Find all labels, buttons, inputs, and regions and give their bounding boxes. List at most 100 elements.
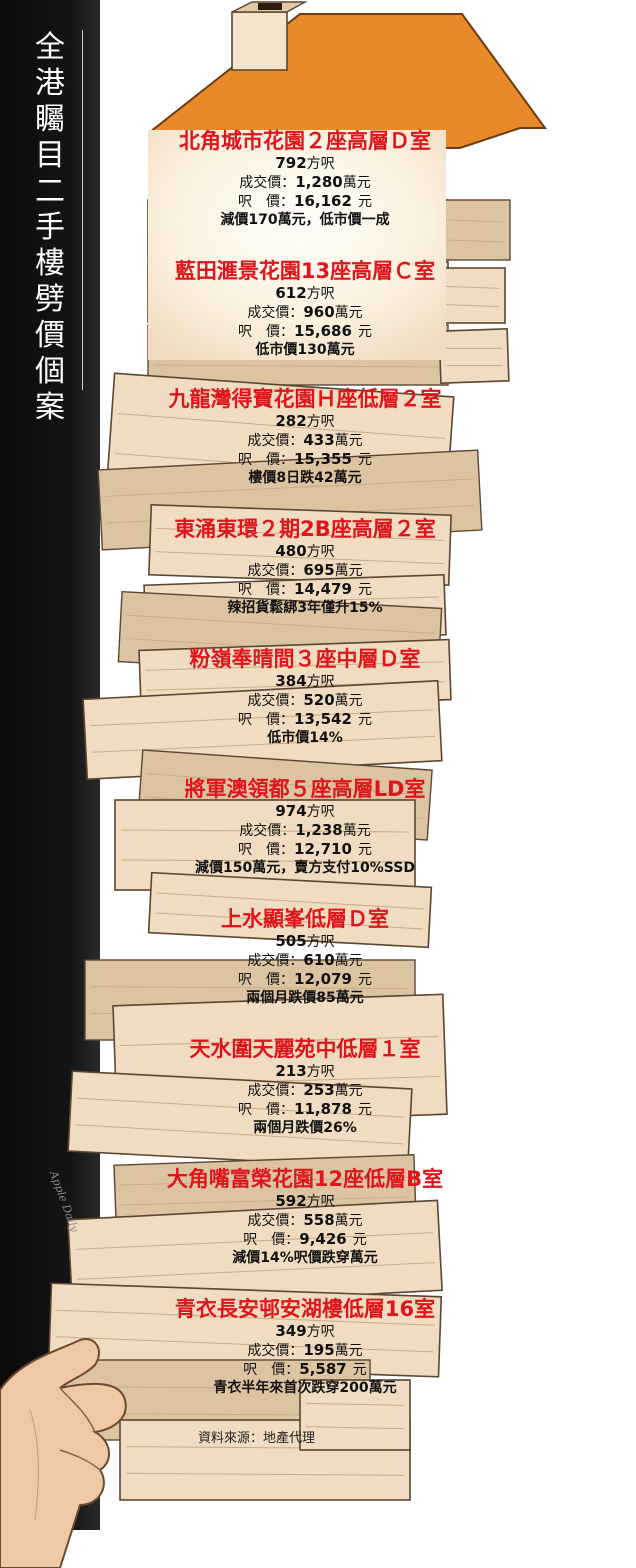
area-line: 349方呎 bbox=[110, 1322, 500, 1341]
price-value: 695 bbox=[303, 561, 335, 579]
price-line: 成交價：520萬元 bbox=[110, 691, 500, 710]
wood-grain bbox=[445, 239, 505, 243]
wood-grain bbox=[56, 1309, 435, 1326]
price-unit: 萬元 bbox=[334, 953, 363, 969]
price-label: 成交價： bbox=[247, 433, 304, 449]
psf-label: 呎 價： bbox=[238, 712, 295, 728]
psf-label: 呎 價： bbox=[238, 194, 295, 210]
data-source: 資料來源：地產代理 bbox=[198, 1431, 316, 1446]
wood-grain bbox=[125, 1472, 405, 1476]
title-char: 港 bbox=[35, 66, 65, 101]
psf-label: 呎 價： bbox=[238, 452, 295, 468]
psf-unit: 元 bbox=[357, 452, 372, 468]
title-char: 目 bbox=[35, 138, 65, 173]
psf-unit: 元 bbox=[352, 1232, 367, 1248]
wood-grain bbox=[121, 1196, 410, 1206]
price-unit: 萬元 bbox=[334, 1343, 363, 1359]
title-char: 劈 bbox=[35, 282, 65, 317]
wood-grain bbox=[91, 735, 435, 753]
property-name: 上水顯峯低層Ｄ室 bbox=[221, 907, 389, 931]
area-value: 792 bbox=[275, 154, 307, 172]
wood-grain bbox=[90, 709, 434, 727]
area-unit: 方呎 bbox=[306, 804, 335, 820]
wood-grain bbox=[90, 986, 410, 990]
price-value: 1,238 bbox=[295, 821, 343, 839]
area-line: 384方呎 bbox=[110, 672, 500, 691]
psf-label: 呎 價： bbox=[238, 842, 295, 858]
psf-value: 12,710 bbox=[294, 840, 352, 858]
price-line: 成交價：558萬元 bbox=[110, 1211, 500, 1230]
title-char: 全 bbox=[35, 30, 65, 65]
title-char: 二 bbox=[35, 174, 65, 209]
wood-block bbox=[67, 1070, 413, 1170]
price-label: 成交價： bbox=[247, 1083, 304, 1099]
area-value: 349 bbox=[275, 1322, 307, 1340]
title-char: 手 bbox=[35, 210, 65, 245]
area-line: 213方呎 bbox=[110, 1062, 500, 1081]
area-unit: 方呎 bbox=[306, 286, 335, 302]
psf-value: 16,162 bbox=[294, 192, 352, 210]
psf-unit: 元 bbox=[357, 194, 372, 210]
wood-grain bbox=[75, 1232, 434, 1250]
wood-block bbox=[439, 267, 506, 324]
psf-label: 呎 價： bbox=[243, 1362, 300, 1378]
price-unit: 萬元 bbox=[334, 563, 363, 579]
title-char: 樓 bbox=[35, 246, 65, 281]
area-line: 282方呎 bbox=[110, 412, 500, 431]
area-line: 792方呎 bbox=[110, 154, 500, 173]
area-line: 592方呎 bbox=[110, 1192, 500, 1211]
wood-grain bbox=[153, 364, 443, 368]
price-value: 433 bbox=[303, 431, 335, 449]
area-line: 480方呎 bbox=[110, 542, 500, 561]
wood-grain bbox=[445, 304, 500, 308]
property-name: 青衣長安邨安湖樓低層16室 bbox=[174, 1297, 436, 1321]
title-divider bbox=[82, 30, 83, 390]
wood-grain bbox=[305, 1402, 405, 1406]
vertical-title: 全港矚目二手樓劈價個案 bbox=[30, 30, 70, 426]
case-note: 兩個月跌價85萬元 bbox=[246, 990, 364, 1006]
case-note: 青衣半年來首次跌穿200萬元 bbox=[213, 1380, 397, 1396]
area-line: 974方呎 bbox=[110, 802, 500, 821]
wood-grain bbox=[120, 859, 410, 863]
wood-grain bbox=[117, 413, 445, 439]
psf-value: 9,426 bbox=[299, 1230, 347, 1248]
price-unit: 萬元 bbox=[334, 1213, 363, 1229]
wood-grain bbox=[55, 1336, 434, 1353]
area-unit: 方呎 bbox=[306, 544, 335, 560]
area-unit: 方呎 bbox=[306, 934, 335, 950]
wood-grain bbox=[120, 829, 410, 833]
psf-unit: 元 bbox=[357, 324, 372, 340]
wood-grain bbox=[155, 551, 444, 565]
price-label: 成交價： bbox=[239, 175, 296, 191]
psf-value: 11,878 bbox=[294, 1100, 352, 1118]
psf-value: 12,079 bbox=[294, 970, 352, 988]
property-name: 北角城市花園２座高層Ｄ室 bbox=[179, 129, 431, 153]
area-value: 213 bbox=[275, 1062, 307, 1080]
wood-grain bbox=[446, 365, 503, 367]
price-line: 成交價：1,280萬元 bbox=[110, 173, 500, 192]
house-body bbox=[148, 130, 446, 360]
psf-value: 15,686 bbox=[294, 322, 352, 340]
property-name: 東涌東環２期2B座高層２室 bbox=[174, 517, 436, 541]
price-label: 成交價： bbox=[247, 1213, 304, 1229]
title-char: 案 bbox=[35, 390, 65, 425]
psf-label: 呎 價： bbox=[238, 324, 295, 340]
chimney bbox=[231, 11, 288, 71]
wood-grain bbox=[77, 1262, 435, 1280]
wood-grain bbox=[445, 347, 502, 349]
area-value: 480 bbox=[275, 542, 307, 560]
area-value: 505 bbox=[275, 932, 307, 950]
case-note: 減價150萬元，賣方支付10%SSD bbox=[195, 860, 415, 876]
psf-value: 13,542 bbox=[294, 710, 352, 728]
hand-illustration bbox=[0, 1338, 127, 1568]
psf-unit: 元 bbox=[357, 972, 372, 988]
